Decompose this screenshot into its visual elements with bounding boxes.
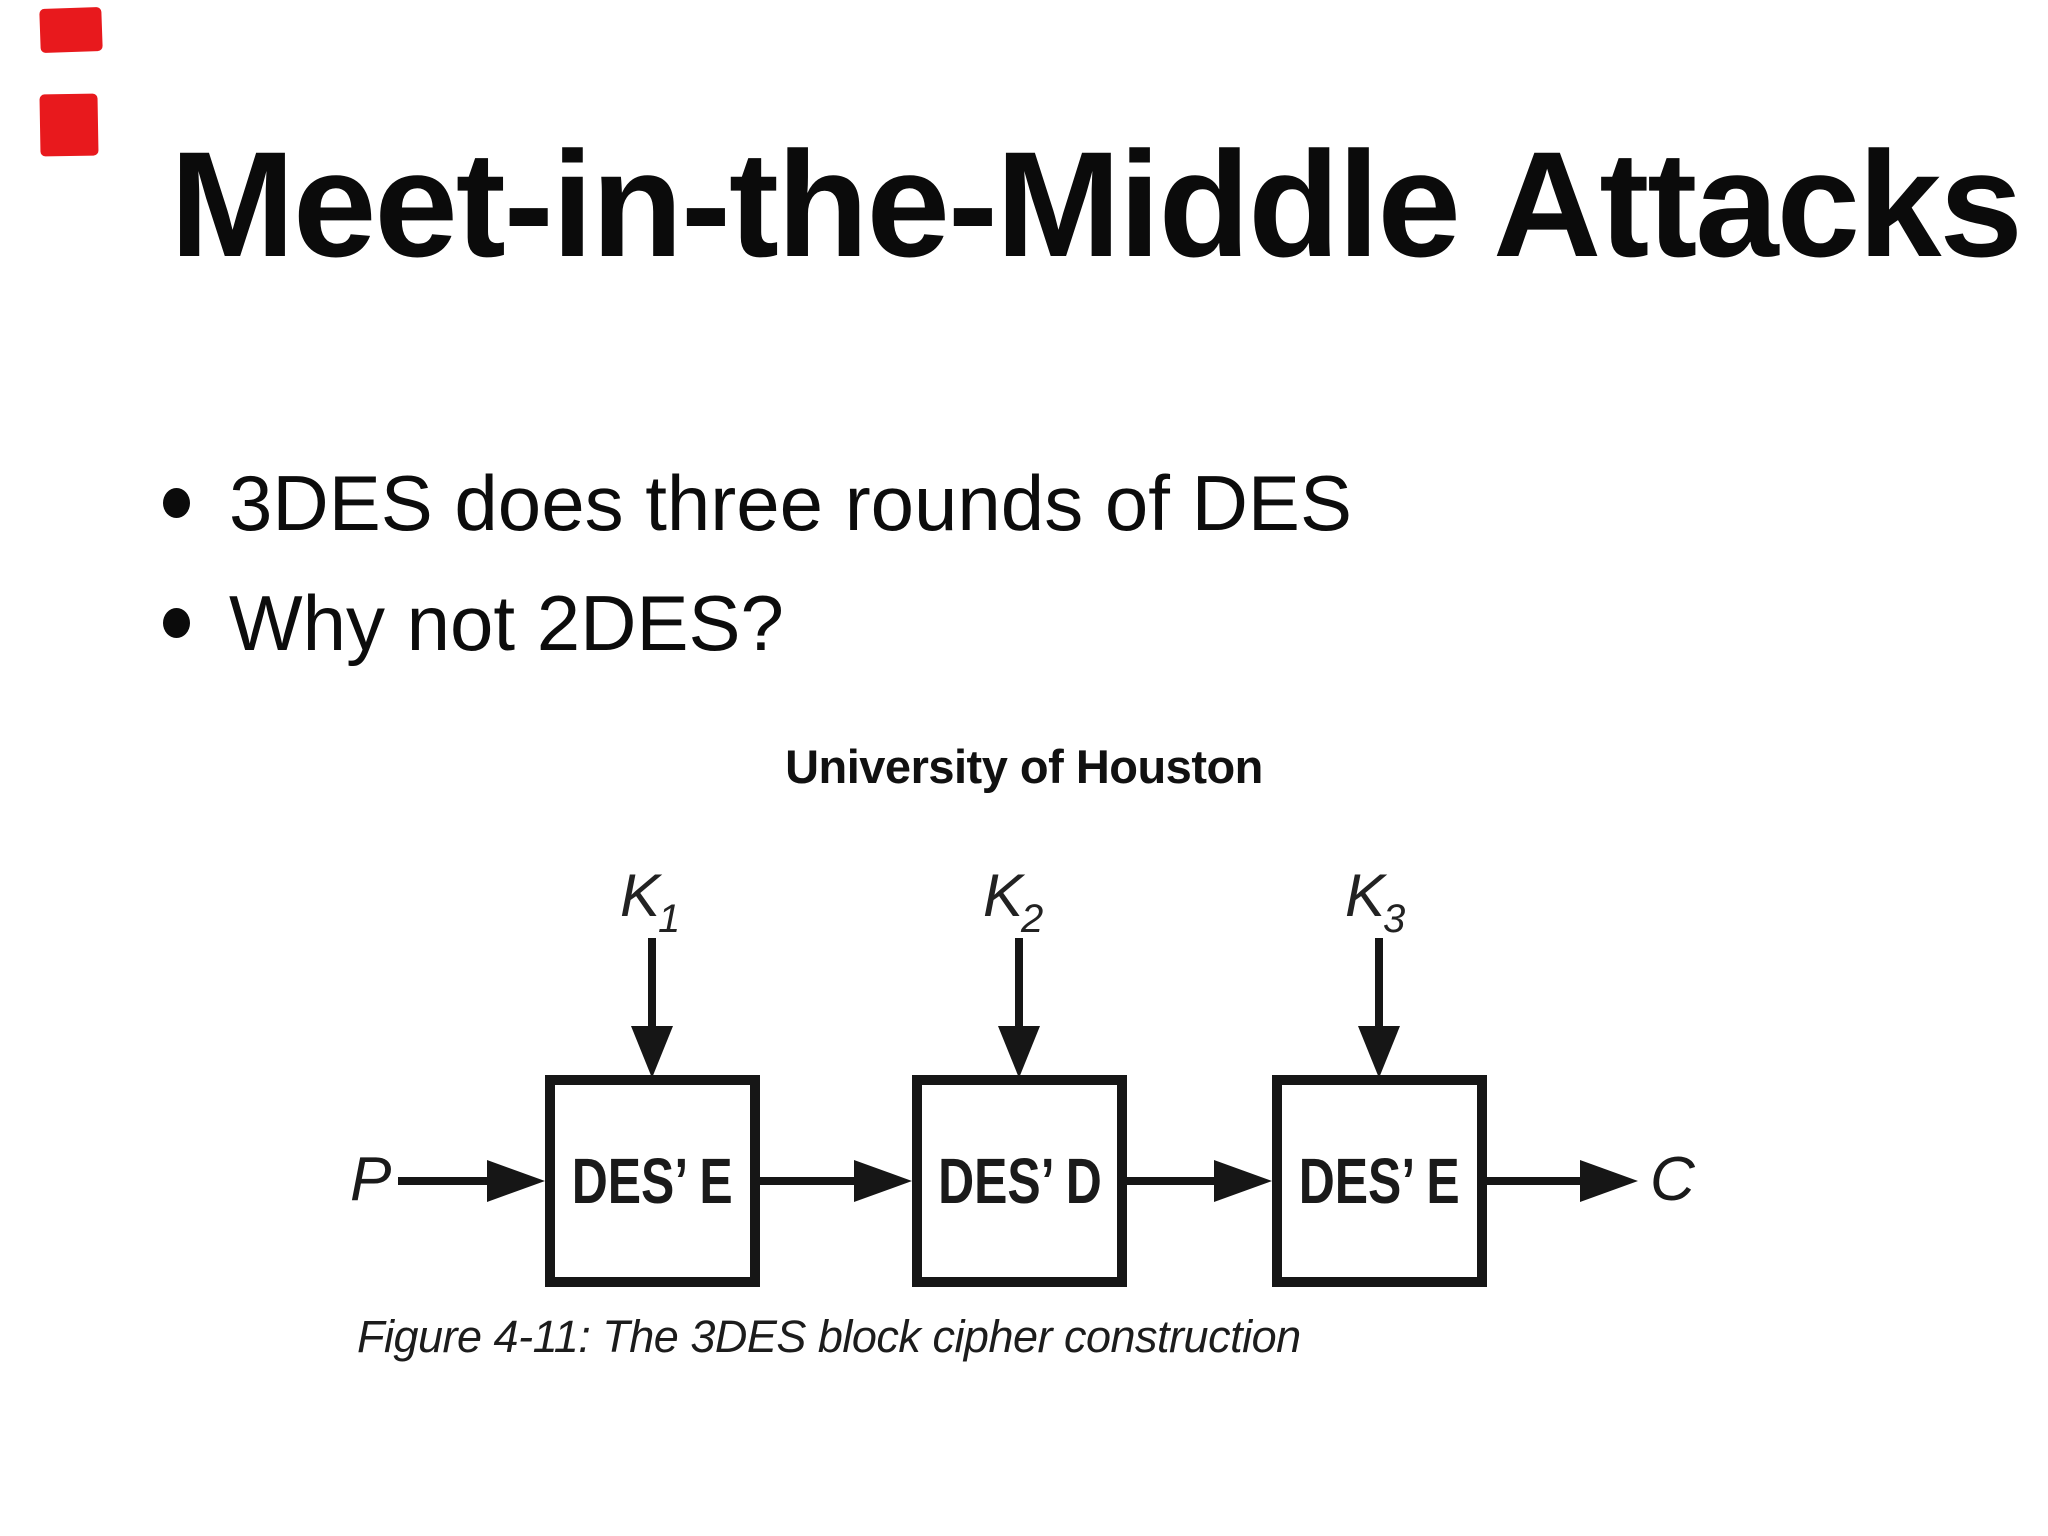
bullet-text: 3DES does three rounds of DES (229, 459, 1352, 547)
key3-arrowhead-icon (1358, 1026, 1400, 1078)
key2-arrow-line (1015, 938, 1023, 1033)
des-decrypt-box: DES’ D (912, 1075, 1127, 1287)
bullet-text: Why not 2DES? (229, 579, 784, 667)
figure-caption: Figure 4-11: The 3DES block cipher const… (357, 1311, 1301, 1362)
bullet-icon (163, 488, 190, 518)
watermark-text: University of Houston (785, 740, 1263, 793)
stage1-arrow-line (758, 1177, 860, 1185)
output-arrow-line (1485, 1177, 1585, 1185)
key2-arrowhead-icon (998, 1026, 1040, 1078)
plaintext-label: P (350, 1145, 392, 1214)
key-label-k2: K2 (983, 866, 1044, 941)
key-subscript: 1 (658, 897, 681, 941)
des-box-label: DES’ E (572, 1145, 733, 1217)
input-arrowhead-icon (487, 1160, 545, 1202)
des-box-label: DES’ E (1299, 1145, 1460, 1217)
page-title: Meet-in-the-Middle Attacks (170, 120, 2023, 288)
key-base: K (1345, 862, 1386, 929)
key1-arrowhead-icon (631, 1026, 673, 1078)
stage1-arrowhead-icon (854, 1160, 912, 1202)
key1-arrow-line (648, 938, 656, 1033)
key-label-k3: K3 (1345, 866, 1406, 941)
output-arrowhead-icon (1580, 1160, 1638, 1202)
des-encrypt-box-2: DES’ E (1272, 1075, 1487, 1287)
ciphertext-label: C (1650, 1145, 1695, 1214)
key-base: K (620, 862, 661, 929)
stage2-arrowhead-icon (1214, 1160, 1272, 1202)
key-subscript: 2 (1021, 897, 1044, 941)
key-label-k1: K1 (620, 866, 681, 941)
des-box-label: DES’ D (937, 1145, 1102, 1217)
key-base: K (983, 862, 1024, 929)
key-subscript: 3 (1383, 897, 1406, 941)
des-encrypt-box-1: DES’ E (545, 1075, 760, 1287)
list-item: 3DES does three rounds of DES (163, 443, 1352, 563)
input-arrow-line (398, 1177, 493, 1185)
list-item: Why not 2DES? (163, 563, 1352, 683)
bullet-list: 3DES does three rounds of DES Why not 2D… (163, 443, 1352, 683)
key3-arrow-line (1375, 938, 1383, 1033)
bullet-icon (163, 608, 190, 638)
stage2-arrow-line (1125, 1177, 1219, 1185)
